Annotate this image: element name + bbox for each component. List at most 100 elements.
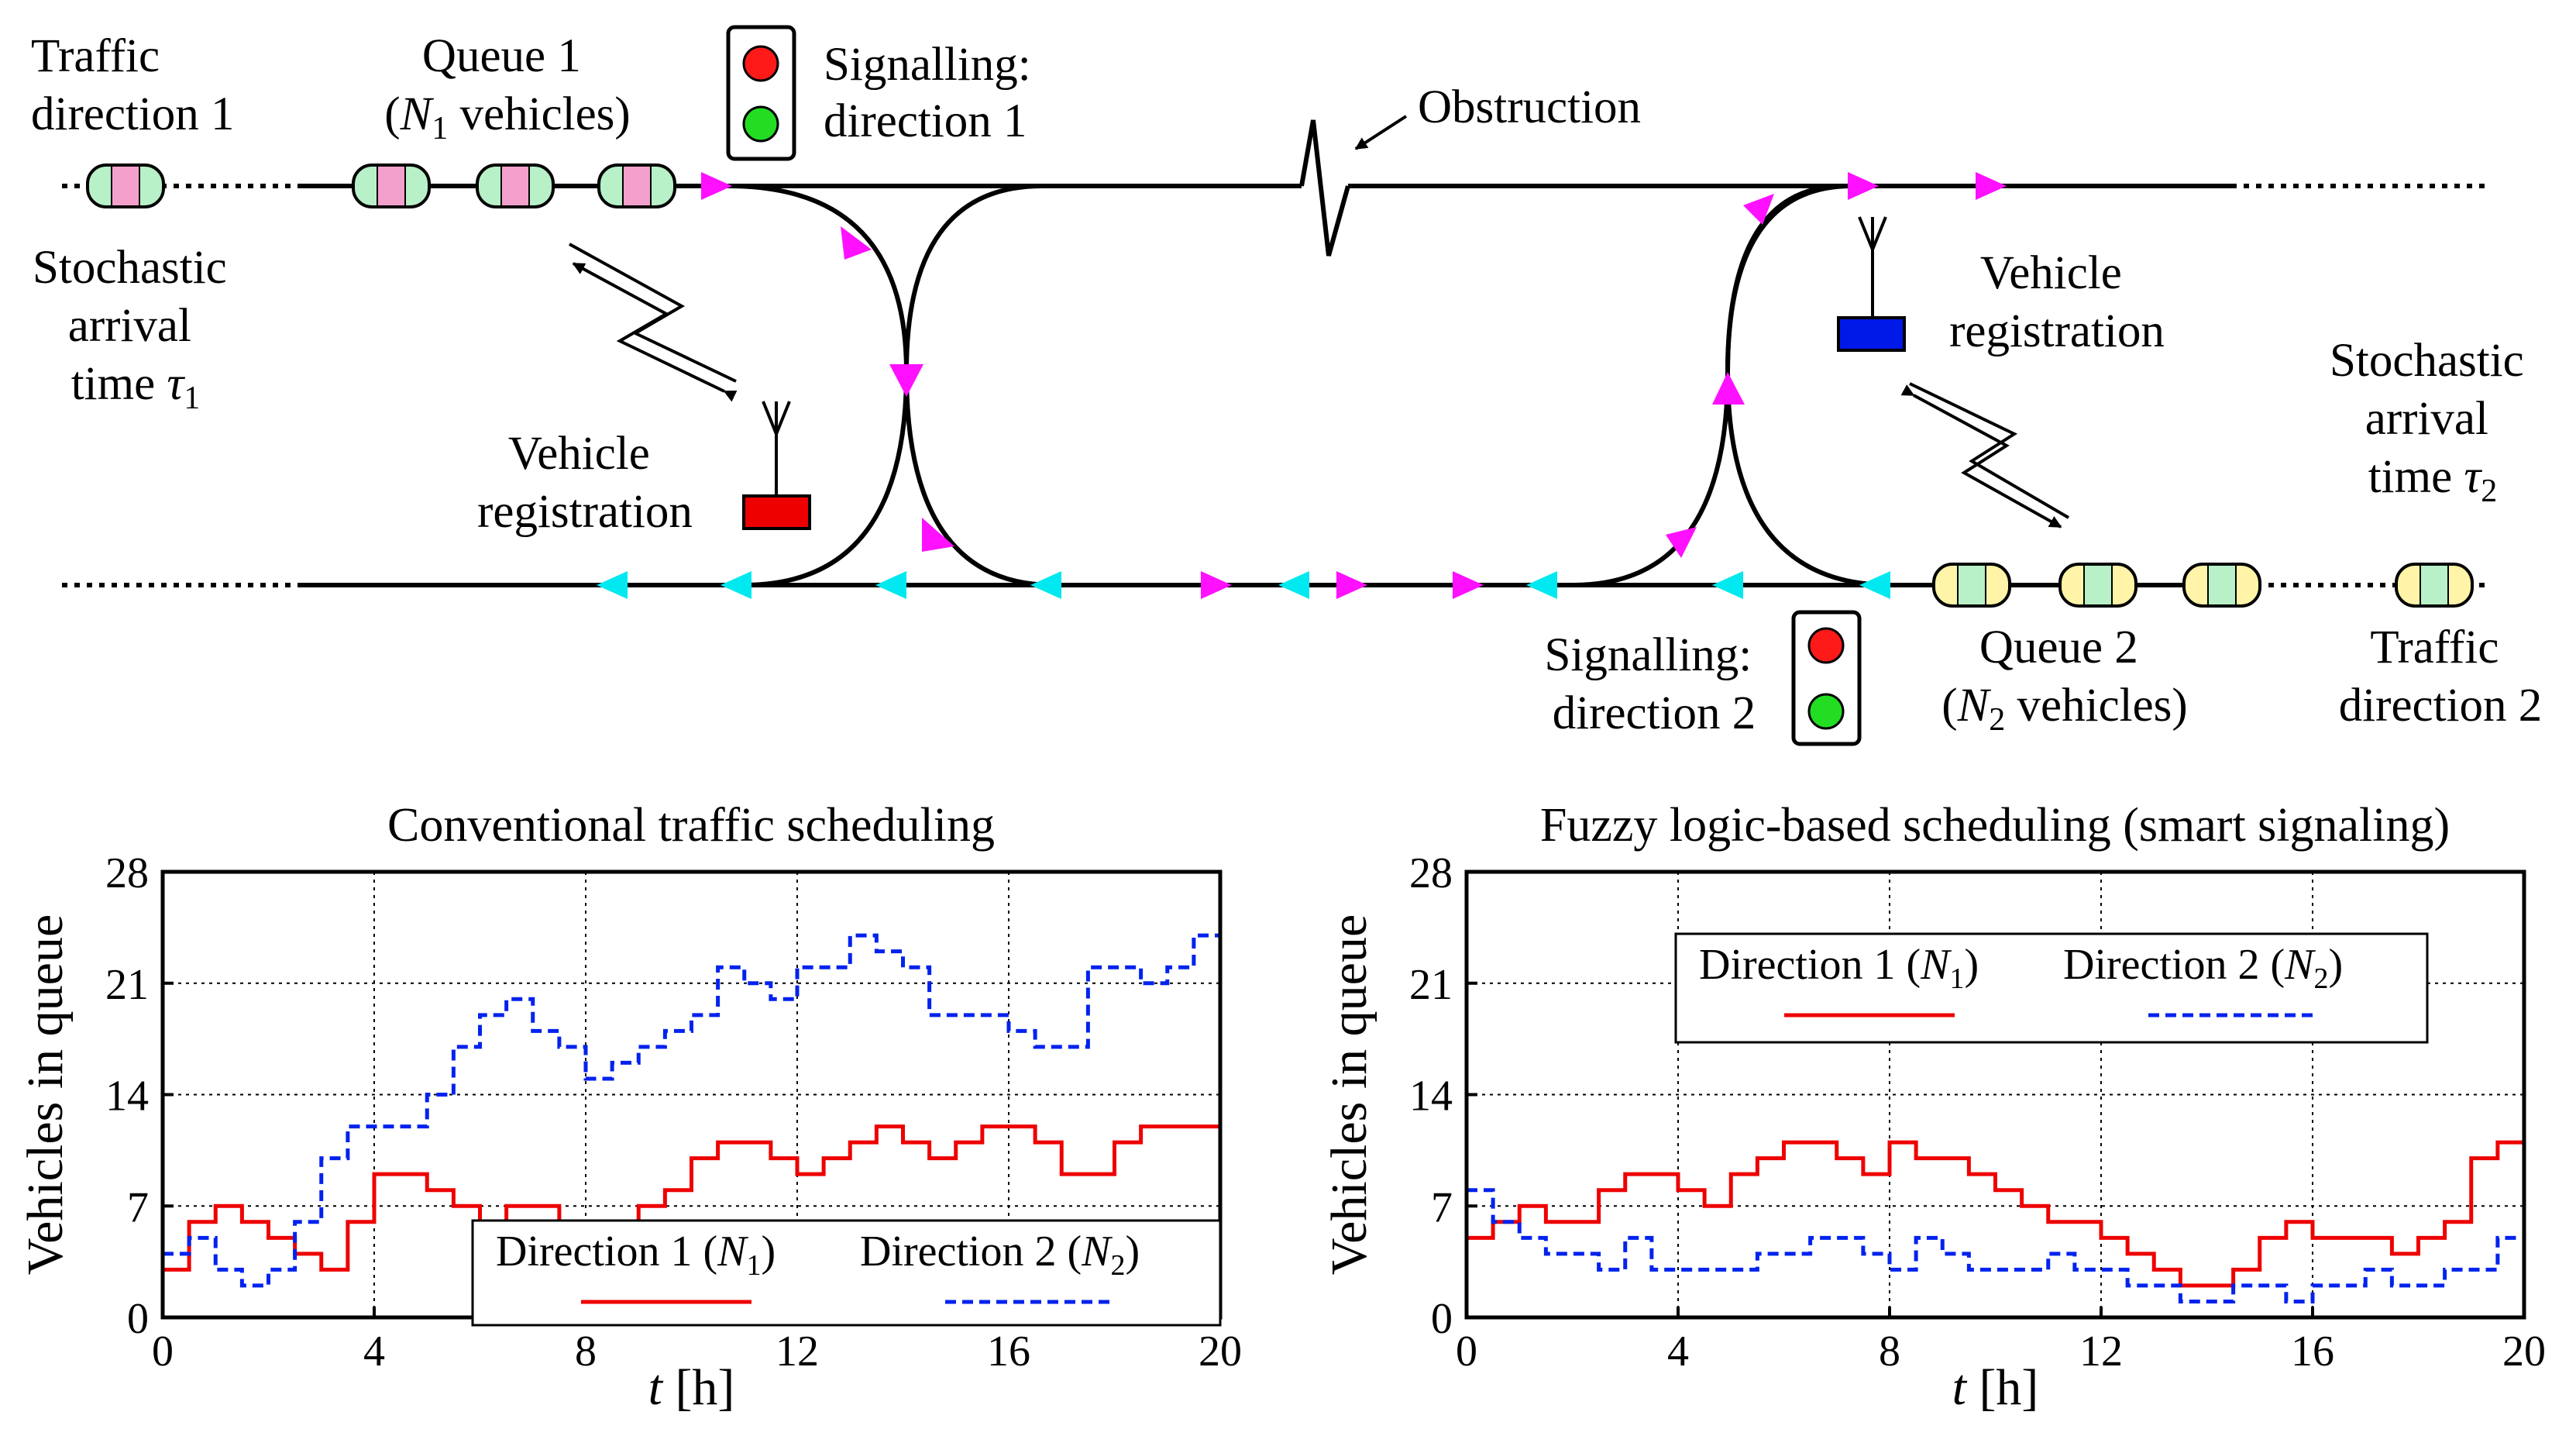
vehicle-icon bbox=[597, 164, 676, 208]
direction-1-vehicles bbox=[86, 164, 676, 208]
vehicle-icon bbox=[352, 164, 431, 208]
wireless-link-icon bbox=[1900, 382, 2070, 529]
legend-label-1: Direction 1 (N1) bbox=[496, 1228, 776, 1282]
connector-right-b bbox=[1572, 371, 1730, 587]
connector-left-b bbox=[743, 371, 909, 587]
y-tick-label: 21 bbox=[1409, 961, 1453, 1009]
direction-2-arrow bbox=[1278, 571, 1309, 599]
registration-device-2 bbox=[1837, 216, 1906, 352]
direction-1-arrow bbox=[1848, 172, 1879, 200]
direction-1-arrow bbox=[1201, 571, 1232, 599]
direction-2-vehicles bbox=[1932, 563, 2474, 608]
series-line-1 bbox=[163, 1078, 1223, 1272]
signalling-direction-1-label: Signalling: direction 1 bbox=[824, 39, 1043, 147]
vehicle-icon bbox=[2395, 563, 2474, 608]
direction-2-arrow bbox=[875, 571, 906, 599]
legend-label-1: Direction 1 (N1) bbox=[1699, 941, 1979, 995]
obstruction-zigzag bbox=[1299, 119, 1350, 257]
connector-left-d bbox=[904, 371, 1054, 587]
legend-label-2: Direction 2 (N2) bbox=[2063, 941, 2343, 995]
direction-2-arrow bbox=[1859, 571, 1890, 599]
y-tick-label: 7 bbox=[127, 1183, 149, 1231]
series-line-2 bbox=[1467, 1188, 2526, 1303]
y-tick-label: 28 bbox=[105, 849, 149, 897]
direction-1-arrow bbox=[889, 364, 923, 397]
queue-2-label: Queue 2 (N2 vehicles) bbox=[1941, 622, 2187, 738]
connector-left-c bbox=[904, 184, 1043, 373]
vehicle-registration-2-label: Vehicle registration bbox=[1949, 247, 2165, 357]
registration-box-icon bbox=[1837, 316, 1906, 352]
stochastic-arrival-1-label: Stochastic arrival time τ1 bbox=[33, 242, 239, 416]
direction-1-arrow bbox=[841, 226, 872, 260]
connector-right-c bbox=[1725, 184, 1845, 373]
x-tick-label: 20 bbox=[2502, 1327, 2546, 1376]
x-tick-label: 8 bbox=[1879, 1327, 1900, 1376]
y-axis-label: Vehicles in queue bbox=[17, 914, 74, 1276]
legend-box bbox=[471, 1219, 1222, 1327]
queue-1-label: Queue 1 (N1 vehicles) bbox=[384, 30, 630, 146]
series-line-2 bbox=[163, 933, 1223, 1288]
y-axis-label: Vehicles in queue bbox=[1321, 914, 1377, 1276]
direction-2-arrow bbox=[1712, 571, 1743, 599]
legend-label-2: Direction 2 (N2) bbox=[860, 1228, 1140, 1282]
direction-1-arrow bbox=[1453, 571, 1484, 599]
registration-box-icon bbox=[742, 494, 811, 530]
x-tick-label: 0 bbox=[1456, 1327, 1477, 1376]
direction-2-arrow bbox=[721, 571, 751, 599]
x-tick-label: 16 bbox=[987, 1327, 1030, 1376]
direction-1-arrow bbox=[922, 518, 954, 552]
vehicle-icon bbox=[1932, 563, 2011, 608]
direction-1-arrow bbox=[1336, 571, 1367, 599]
x-tick-label: 20 bbox=[1199, 1327, 1242, 1376]
vehicle-registration-1-label: Vehicle registration bbox=[477, 428, 693, 538]
legend: Direction 1 (N1) Direction 2 (N2) bbox=[1674, 932, 2429, 1044]
antenna-icon bbox=[762, 401, 791, 439]
red-light-icon bbox=[1807, 627, 1845, 664]
direction-2-arrow bbox=[597, 571, 628, 599]
connector-right-d bbox=[1725, 371, 1891, 587]
vehicle-icon bbox=[2058, 563, 2137, 608]
y-tick-label: 7 bbox=[1431, 1183, 1453, 1231]
vehicle-icon bbox=[86, 164, 165, 208]
y-tick-label: 0 bbox=[1431, 1295, 1453, 1343]
green-light-icon bbox=[742, 105, 779, 143]
traffic-direction-2-label: Traffic direction 2 bbox=[2339, 622, 2543, 732]
legend-box bbox=[1674, 932, 2429, 1044]
series-line-1 bbox=[1467, 1140, 2526, 1288]
connector-left-a bbox=[727, 184, 909, 373]
vehicle-icon bbox=[476, 164, 555, 208]
road-diagram: Traffic direction 1 Queue 1 (N1 vehicles… bbox=[31, 25, 2543, 746]
y-tick-label: 14 bbox=[105, 1073, 149, 1121]
x-tick-label: 12 bbox=[2079, 1327, 2123, 1376]
x-axis-label: t [h] bbox=[1952, 1359, 2039, 1416]
y-tick-label: 28 bbox=[1409, 849, 1453, 897]
connector-right-a bbox=[1725, 184, 1852, 373]
direction-1-arrow bbox=[1743, 194, 1774, 225]
wireless-link-icon bbox=[569, 243, 738, 402]
x-tick-label: 4 bbox=[363, 1327, 385, 1376]
stochastic-arrival-2-label: Stochastic arrival time τ2 bbox=[2330, 335, 2536, 509]
direction-1-arrow bbox=[1666, 527, 1697, 558]
antenna-icon bbox=[1858, 216, 1887, 254]
obstruction-label: Obstruction bbox=[1418, 81, 1641, 133]
traffic-light-direction-1 bbox=[726, 25, 796, 161]
signalling-direction-2-label: Signalling: direction 2 bbox=[1545, 629, 1764, 739]
x-tick-label: 8 bbox=[575, 1327, 597, 1376]
obstruction-pointer bbox=[1354, 115, 1408, 150]
direction-1-arrows bbox=[701, 172, 2007, 599]
traffic-light-direction-2 bbox=[1791, 610, 1862, 746]
vehicle-icon bbox=[2182, 563, 2261, 608]
direction-2-arrow bbox=[1526, 571, 1557, 599]
x-axis-label: t [h] bbox=[648, 1359, 735, 1416]
registration-device-1 bbox=[742, 401, 811, 530]
x-tick-label: 0 bbox=[152, 1327, 174, 1376]
direction-1-arrow bbox=[701, 172, 732, 200]
y-tick-label: 0 bbox=[127, 1295, 149, 1343]
x-tick-label: 12 bbox=[776, 1327, 819, 1376]
red-light-icon bbox=[742, 45, 779, 82]
green-light-icon bbox=[1807, 693, 1845, 730]
chart-title: Conventional traffic scheduling bbox=[387, 799, 995, 852]
